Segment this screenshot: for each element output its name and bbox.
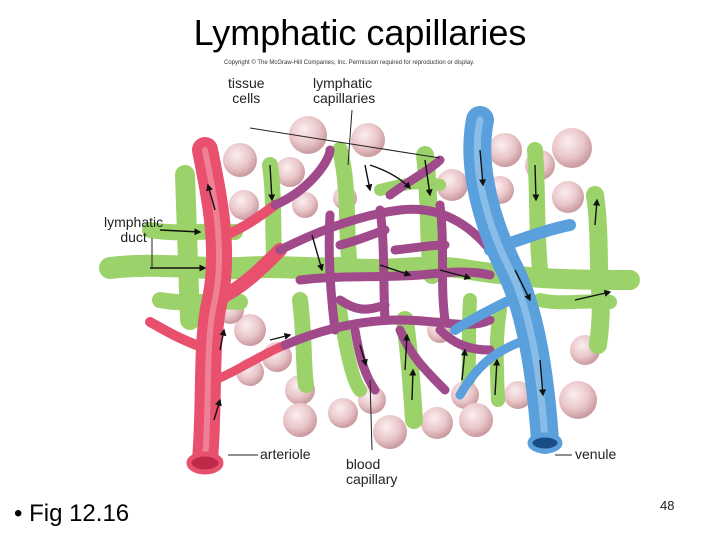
tissue-cells: [216, 116, 600, 449]
leader-lines: [151, 109, 572, 456]
slide-title: Lymphatic capillaries: [193, 12, 527, 53]
venule-vessel: [450, 106, 576, 454]
label-tissue-cells: tissue cells: [228, 75, 265, 106]
figure-reference: • Fig 12.16: [14, 500, 130, 527]
label-arteriole: arteriole: [260, 446, 311, 462]
arteriole-vessel: [145, 137, 290, 475]
label-blood-capillary: blood capillary: [346, 456, 398, 487]
page-number: 48: [660, 498, 675, 513]
label-lymphatic-capillaries: lymphatic capillaries: [313, 75, 376, 106]
label-venule: venule: [575, 446, 617, 462]
copyright-notice: Copyright © The McGraw-Hill Companies, I…: [224, 60, 475, 66]
blood-capillary-network: [270, 145, 495, 395]
label-lymphatic-duct: lymphatic duct: [104, 214, 164, 245]
flow-arrows: [150, 149, 612, 421]
